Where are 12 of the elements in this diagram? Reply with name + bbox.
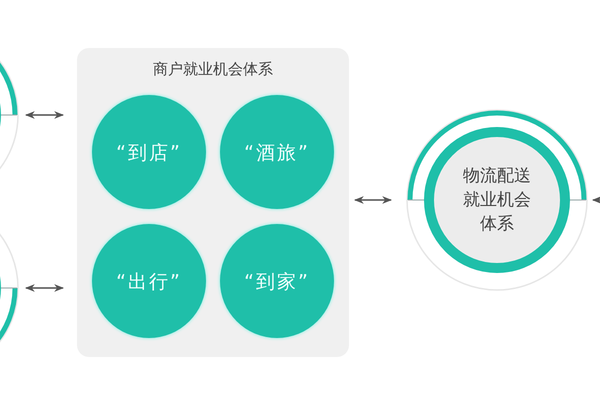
ring-node (405, 108, 589, 292)
double-arrow (592, 196, 600, 204)
double-arrow (354, 196, 392, 204)
panel-title: 商户就业机会体系 (152, 60, 274, 79)
circle-label: “酒旅” (243, 141, 311, 166)
group-panel (77, 48, 349, 357)
double-arrow (25, 284, 64, 292)
ring-label: 物流配送就业机会体系 (462, 165, 532, 236)
circle-label: “到家” (243, 270, 311, 295)
double-arrow (25, 111, 64, 119)
circle-label: “出行” (115, 270, 183, 295)
circle-label: “到店” (115, 141, 183, 166)
